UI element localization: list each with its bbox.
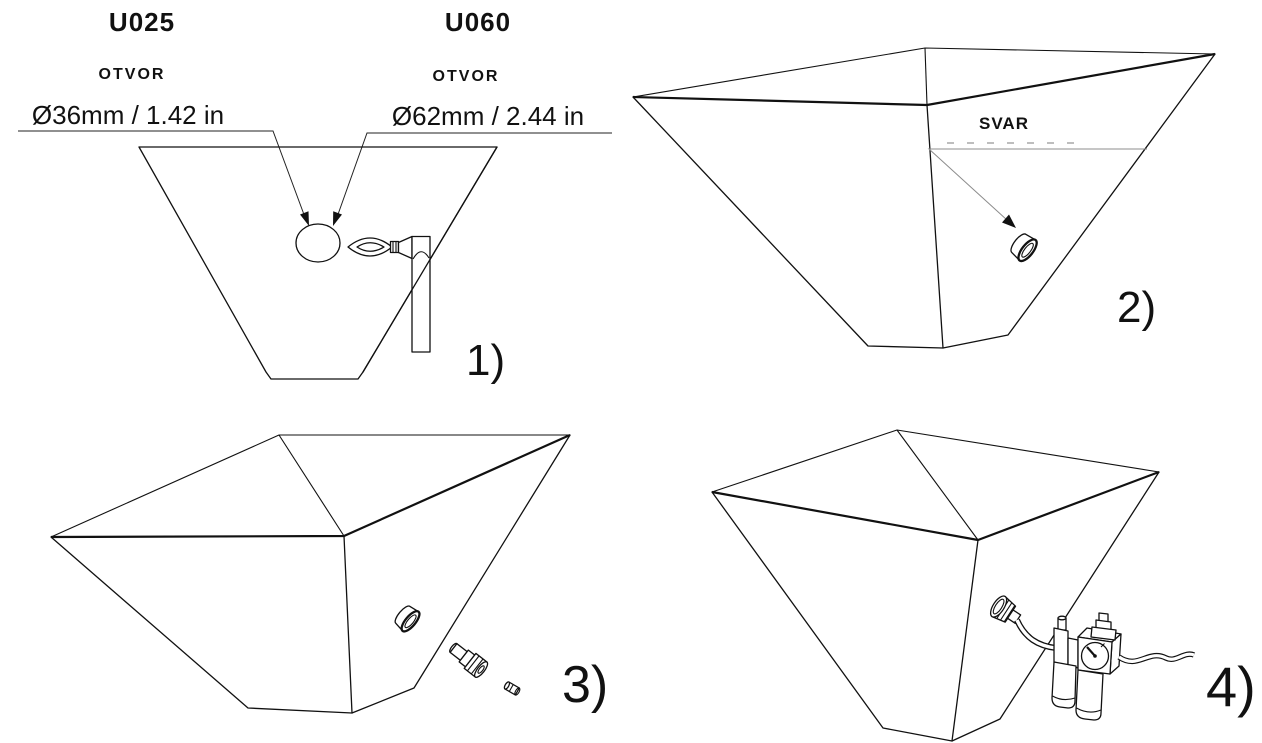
push-in-fitting — [449, 642, 489, 678]
hopper-front-view — [138, 146, 498, 380]
gauge-needle — [1086, 646, 1096, 657]
filter-bowl-right — [1075, 669, 1104, 721]
leader-line-left — [18, 130, 307, 221]
leader-line-right — [335, 132, 612, 221]
weld-fitting-stub — [1010, 233, 1038, 263]
torch-flame-outer — [347, 237, 393, 257]
torch-flame-inner — [356, 242, 385, 252]
weld-arrow — [1002, 214, 1016, 228]
cutting-torch-icon — [347, 235, 431, 353]
step-2-panel: SVAR 2) — [632, 47, 1216, 349]
opening-label-right: OTVOR — [433, 68, 500, 85]
hopper2-far-rim — [632, 47, 1216, 98]
dimension-arrow-right — [333, 211, 342, 226]
diameter-label-left: Ø36mm / 1.42 in — [32, 100, 224, 130]
hopper3-far-rim — [50, 434, 570, 538]
fitting-face — [473, 661, 489, 678]
step-number-1: 1) — [466, 336, 505, 385]
filter-bowl-left — [1051, 661, 1077, 709]
torch-nozzle — [397, 235, 413, 260]
opening-label-left: OTVOR — [99, 66, 166, 83]
model-code-left: U025 — [109, 7, 175, 37]
weld-leader-line — [927, 148, 1147, 221]
inlet-opening-circle — [295, 223, 341, 263]
hopper3-3d-view — [50, 434, 571, 714]
silencer-cap — [989, 595, 1022, 624]
torch-handle — [411, 235, 431, 353]
step-number-2: 2) — [1117, 283, 1156, 332]
weld-label: SVAR — [979, 114, 1029, 133]
model-code-right: U060 — [445, 7, 511, 37]
diameter-label-right: Ø62mm / 2.44 in — [392, 101, 584, 131]
step-4-panel: 4) — [711, 429, 1256, 742]
unit-left-plate — [1053, 627, 1069, 668]
hopper3-near-rim — [50, 433, 571, 539]
welded-ring-fitting — [394, 605, 421, 633]
port-cap — [1090, 626, 1117, 641]
filter-regulator-assembly — [989, 595, 1196, 721]
fitting-hole — [477, 665, 485, 674]
step-1-panel: U025 U060 OTVOR OTVOR Ø36mm / 1.42 in Ø6… — [18, 7, 612, 385]
step-3-panel: 3) — [50, 433, 608, 714]
step-number-3: 3) — [562, 656, 608, 714]
dimension-arrow-left — [300, 211, 309, 226]
step-number-4: 4) — [1206, 655, 1256, 718]
hopper2-near-rim — [632, 52, 1216, 107]
torch-neck — [389, 240, 400, 254]
small-plug-part — [503, 681, 521, 696]
